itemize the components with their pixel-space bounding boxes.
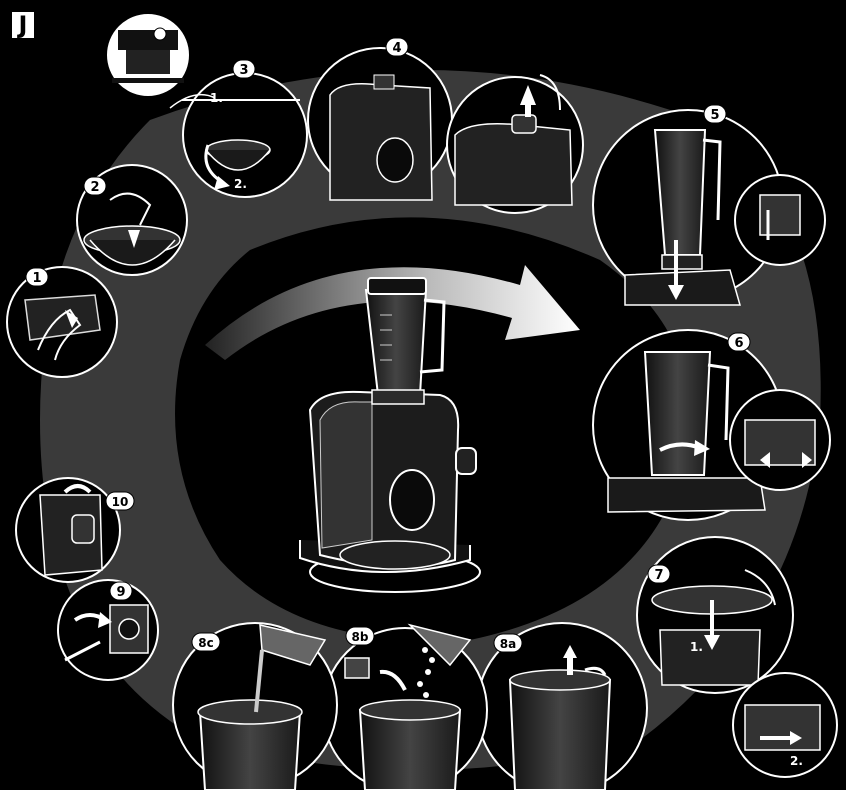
step-7-sub-label-2: 2. <box>790 754 803 768</box>
step-1-badge: 1 <box>26 268 48 286</box>
step-3-inset <box>106 13 190 97</box>
step-3-label: 3 <box>239 63 248 78</box>
center-food-processor <box>300 278 480 592</box>
step-8c-label: 8c <box>198 636 213 650</box>
step-5-badge: 5 <box>704 105 726 123</box>
step-9-badge: 9 <box>110 582 132 600</box>
step-8c-badge: 8c <box>192 633 220 651</box>
step-10-label: 10 <box>112 495 129 509</box>
step-1-panel <box>7 267 117 377</box>
step-8b-badge: 8b <box>346 627 374 645</box>
step-8a-badge: 8a <box>494 634 522 652</box>
step-3-sub-label-2: 2. <box>234 177 247 191</box>
step-7-sub-label-1: 1. <box>690 640 703 654</box>
step-3-sub-label-1: 1. <box>210 91 223 105</box>
section-letter-badge: J <box>10 10 36 40</box>
step-7-badge: 7 <box>648 565 670 583</box>
step-1-label: 1 <box>32 271 41 286</box>
step-7-label: 7 <box>654 568 663 583</box>
step-9-panel <box>58 580 158 680</box>
step-4-badge: 4 <box>386 38 408 56</box>
step-2-label: 2 <box>90 180 99 195</box>
step-5-label: 5 <box>710 108 719 123</box>
step-9-label: 9 <box>116 585 125 600</box>
step-4-label: 4 <box>392 41 401 56</box>
step-8b-label: 8b <box>352 630 369 644</box>
step-10-badge: 10 <box>106 492 134 510</box>
step-3-badge: 3 <box>233 60 255 78</box>
step-6-label: 6 <box>734 336 743 351</box>
step-10-panel <box>16 478 120 582</box>
step-6-badge: 6 <box>728 333 750 351</box>
step-8a-label: 8a <box>500 637 516 651</box>
step-2-badge: 2 <box>84 177 106 195</box>
